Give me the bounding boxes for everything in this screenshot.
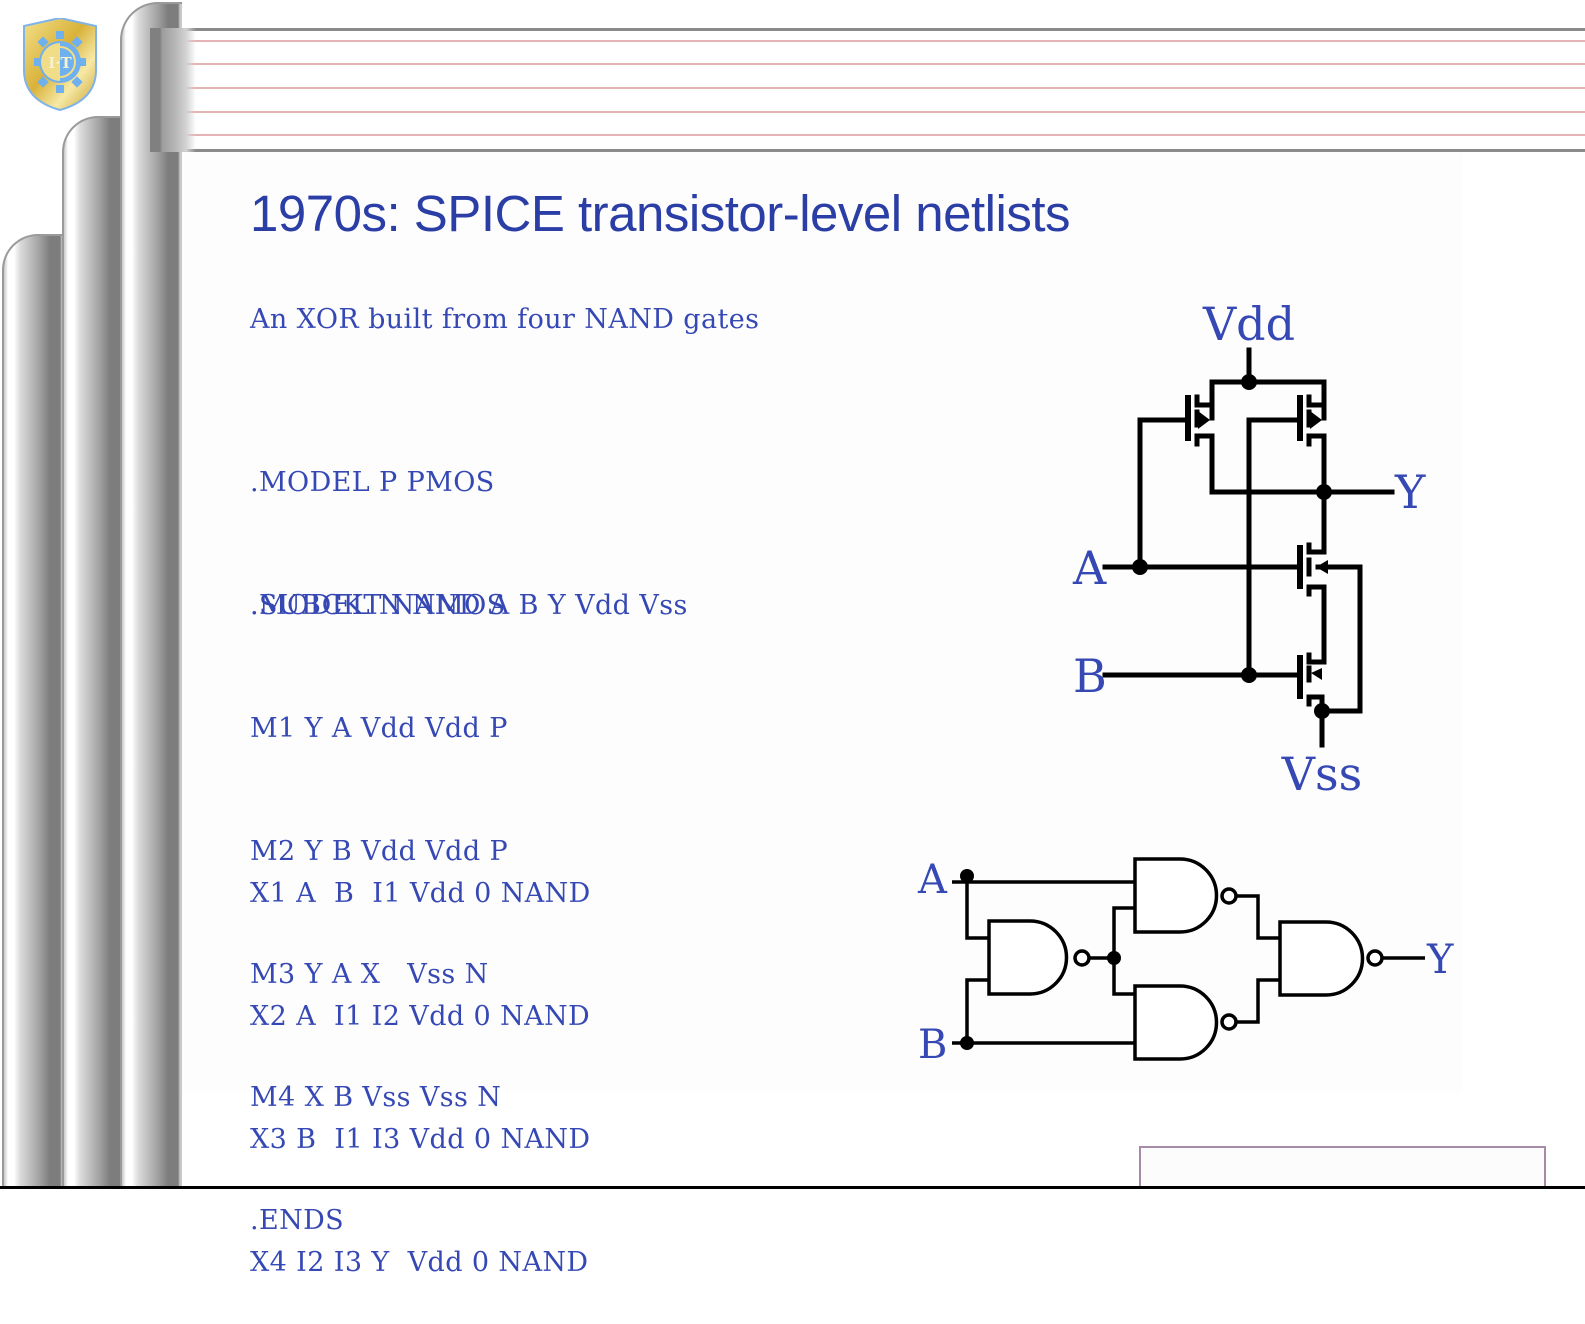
slide-title: 1970s: SPICE transistor-level netlists <box>250 185 1071 242</box>
subckt-line: M2 Y B Vdd Vdd P <box>250 836 509 867</box>
footer-box <box>1139 1146 1546 1188</box>
xor-gate-schematic: A B Y <box>917 857 1454 1068</box>
subckt-block: .SUBCKT NAND A B Y Vdd Vss M1 Y A Vdd Vd… <box>250 503 688 1282</box>
a-input-label: A <box>917 857 948 903</box>
nand-gate-x2 <box>1133 857 1219 934</box>
inversion-bubble <box>1073 949 1091 967</box>
nand-gate-x3 <box>1133 984 1219 1061</box>
subckt-line: .SUBCKT NAND A B Y Vdd Vss <box>250 590 688 621</box>
b-input-label: B <box>918 1022 947 1068</box>
binder-column-2 <box>62 116 122 1189</box>
binder-column-3 <box>120 2 182 1189</box>
model-block: .MODEL P PMOS .MODEL N NMOS <box>250 380 506 667</box>
a-input-label: A <box>1072 541 1107 595</box>
intro-text: An XOR built from four NAND gates <box>250 304 760 335</box>
header-band-shadow <box>150 28 196 152</box>
binder-column-1 <box>2 234 62 1189</box>
header-band <box>150 28 1585 152</box>
nand-gate-x4 <box>1278 920 1365 997</box>
header-rule <box>172 87 1585 89</box>
subckt-line: M1 Y A Vdd Vdd P <box>250 713 508 744</box>
model-line: .MODEL N NMOS <box>250 590 506 621</box>
subckt-line: M3 Y A X Vss N <box>250 959 489 990</box>
subckt-line: M4 X B Vss Vss N <box>250 1082 502 1113</box>
vss-label: Vss <box>1281 747 1362 801</box>
instance-line: X1 A B I1 Vdd 0 NAND <box>250 878 591 909</box>
bottom-border <box>0 1186 1585 1189</box>
inversion-bubble <box>1220 887 1238 905</box>
y-output-label: Y <box>1394 465 1426 519</box>
nand-transistor-schematic: Vdd Y A B Vss <box>1072 297 1426 801</box>
header-rule <box>172 63 1585 65</box>
inversion-bubble <box>1366 949 1384 967</box>
header-rule <box>172 134 1585 136</box>
instance-line: X2 A I1 I2 Vdd 0 NAND <box>250 1001 591 1032</box>
instance-line: X3 B I1 I3 Vdd 0 NAND <box>250 1124 591 1155</box>
instance-line: X4 I2 I3 Y Vdd 0 NAND <box>250 1247 589 1278</box>
logo-text: I·T <box>48 54 72 72</box>
nand-gate-x1 <box>987 919 1069 996</box>
y-output-label: Y <box>1426 937 1454 983</box>
instance-block: X1 A B I1 Vdd 0 NAND X2 A I1 I2 Vdd 0 NA… <box>250 791 591 1324</box>
inversion-bubble <box>1220 1013 1238 1031</box>
model-line: .MODEL P PMOS <box>250 467 495 498</box>
header-rule <box>172 40 1585 42</box>
header-rule <box>172 111 1585 113</box>
institution-logo: I·T <box>23 18 97 112</box>
b-input-label: B <box>1073 649 1107 703</box>
vdd-label: Vdd <box>1202 297 1295 351</box>
